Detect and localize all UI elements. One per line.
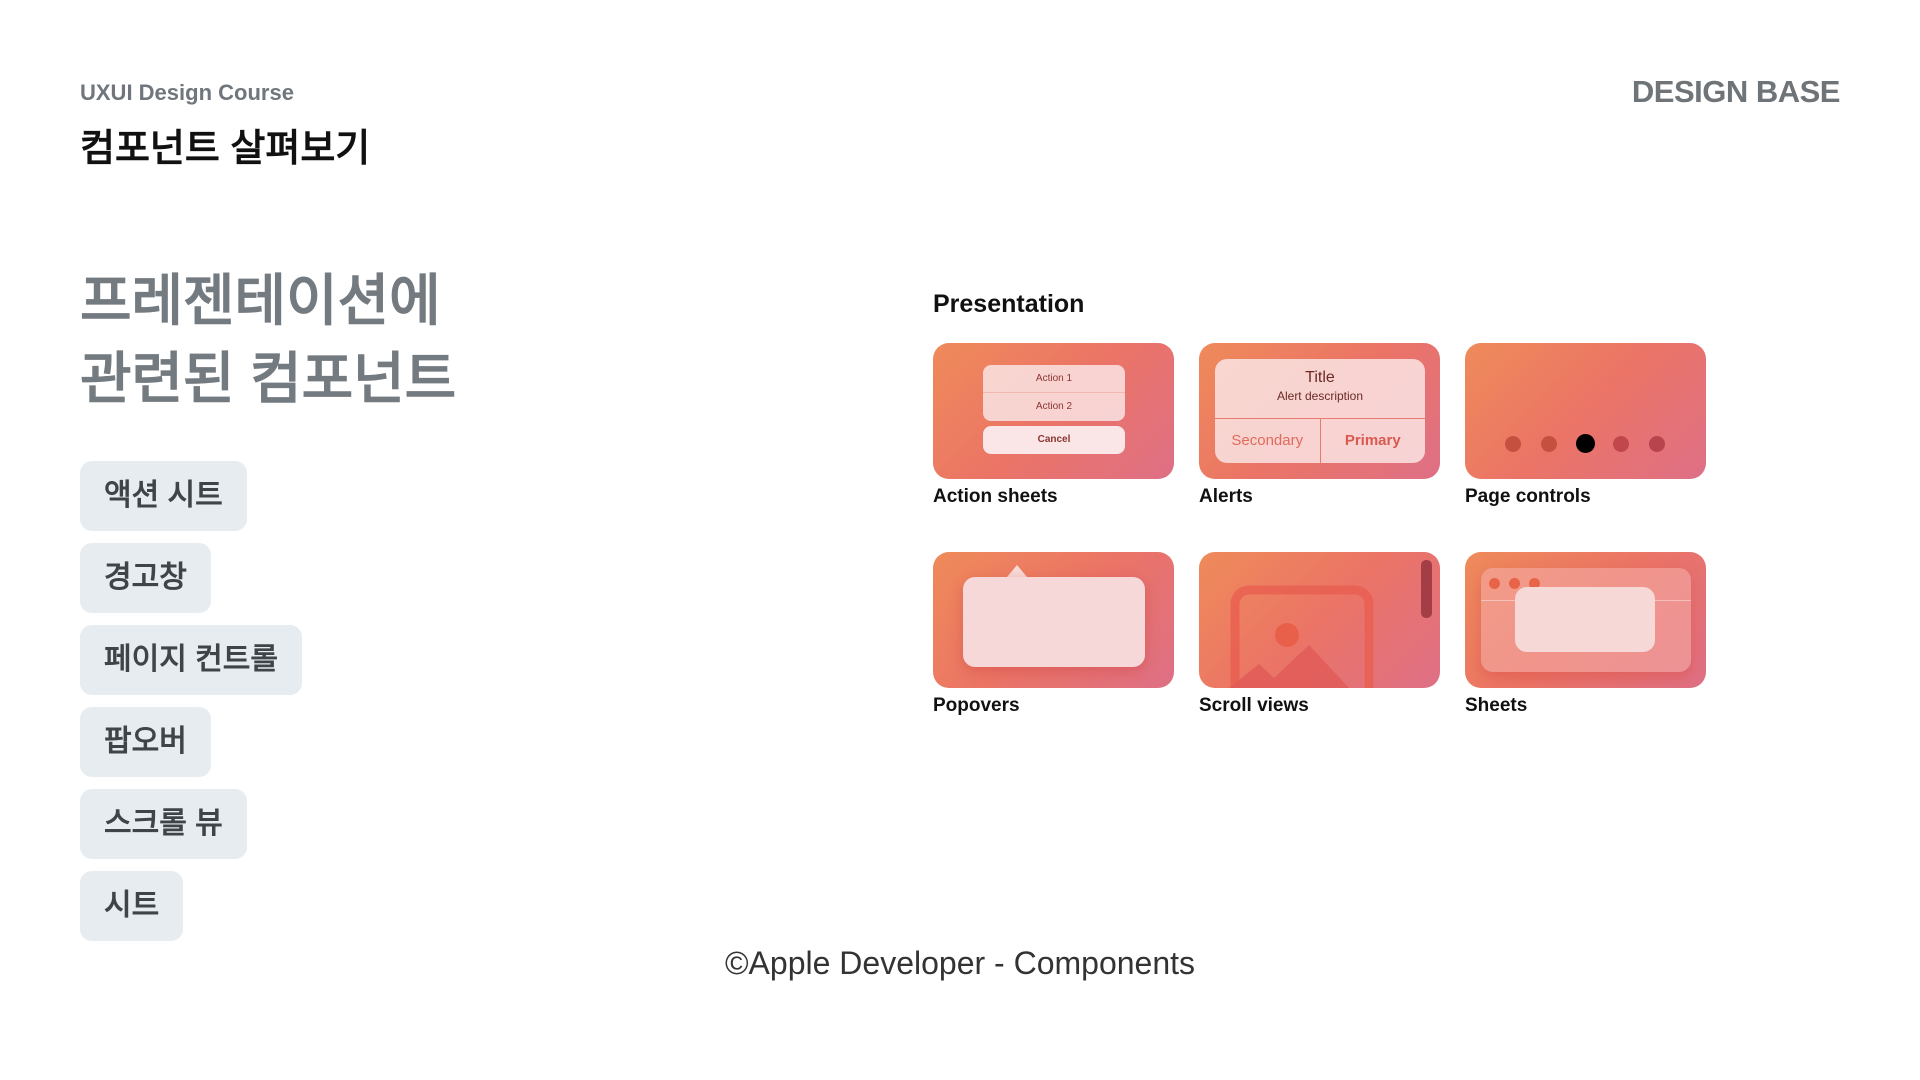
action-2: Action 2	[1035, 401, 1073, 412]
alert-box: Title Alert description Secondary Primar…	[1215, 359, 1425, 463]
alert-description: Alert description	[1276, 389, 1364, 403]
primary-button: Primary	[1344, 432, 1401, 449]
sheets-thumbnail	[1465, 552, 1706, 688]
page-controls-thumbnail	[1465, 343, 1706, 479]
sheets-label: Sheets	[1465, 695, 1528, 716]
popovers-thumbnail	[933, 552, 1174, 688]
action-group: Action 1 Action 2	[983, 365, 1125, 421]
alerts-thumbnail: Title Alert description Secondary Primar…	[1199, 343, 1440, 479]
page-dot	[1649, 436, 1665, 452]
chip-scroll-view: 스크롤 뷰	[80, 789, 247, 859]
scroll-views-thumbnail	[1199, 552, 1440, 688]
popover-arrow	[1007, 565, 1027, 577]
brand-logo: DESIGN BASE	[1631, 74, 1841, 109]
popover-box	[963, 577, 1145, 667]
heading-line-1: 프레젠테이션에	[80, 269, 441, 332]
action-sheets-thumbnail: Action 1 Action 2 Cancel	[933, 343, 1174, 479]
component-chip-list: 액션 시트 경고창 페이지 컨트롤 팝오버 스크롤 뷰 시트	[80, 461, 302, 953]
cancel-action: Cancel	[983, 426, 1125, 454]
popovers-label: Popovers	[933, 695, 1020, 716]
page-dot-current	[1576, 434, 1595, 453]
scroll-views-label: Scroll views	[1199, 695, 1309, 716]
chip-sheet: 시트	[80, 871, 184, 941]
alert-title: Title	[1305, 369, 1335, 386]
page-dot	[1541, 436, 1557, 452]
sheet-panel	[1515, 587, 1655, 652]
course-label: UXUI Design Course	[80, 80, 294, 105]
section-heading: 프레젠테이션에 관련된 컴포넌트	[80, 262, 456, 418]
page-title: 컴포넌트 살펴보기	[80, 128, 371, 170]
page-controls-label: Page controls	[1465, 486, 1591, 507]
chip-alert: 경고창	[80, 543, 211, 613]
action-sheets-label: Action sheets	[933, 486, 1058, 507]
heading-line-2: 관련된 컴포넌트	[80, 347, 457, 410]
page-dot	[1505, 436, 1521, 452]
secondary-button: Secondary	[1215, 419, 1321, 463]
chip-action-sheet: 액션 시트	[80, 461, 247, 531]
source-credit: ©Apple Developer - Components	[724, 945, 1196, 981]
chip-page-control: 페이지 컨트롤	[80, 625, 302, 695]
page-dot	[1613, 436, 1629, 452]
presentation-title: Presentation	[933, 290, 1085, 318]
action-1: Action 1	[983, 365, 1125, 393]
chip-popover: 팝오버	[80, 707, 211, 777]
alerts-label: Alerts	[1199, 486, 1253, 507]
image-placeholder-icon	[1229, 560, 1432, 688]
